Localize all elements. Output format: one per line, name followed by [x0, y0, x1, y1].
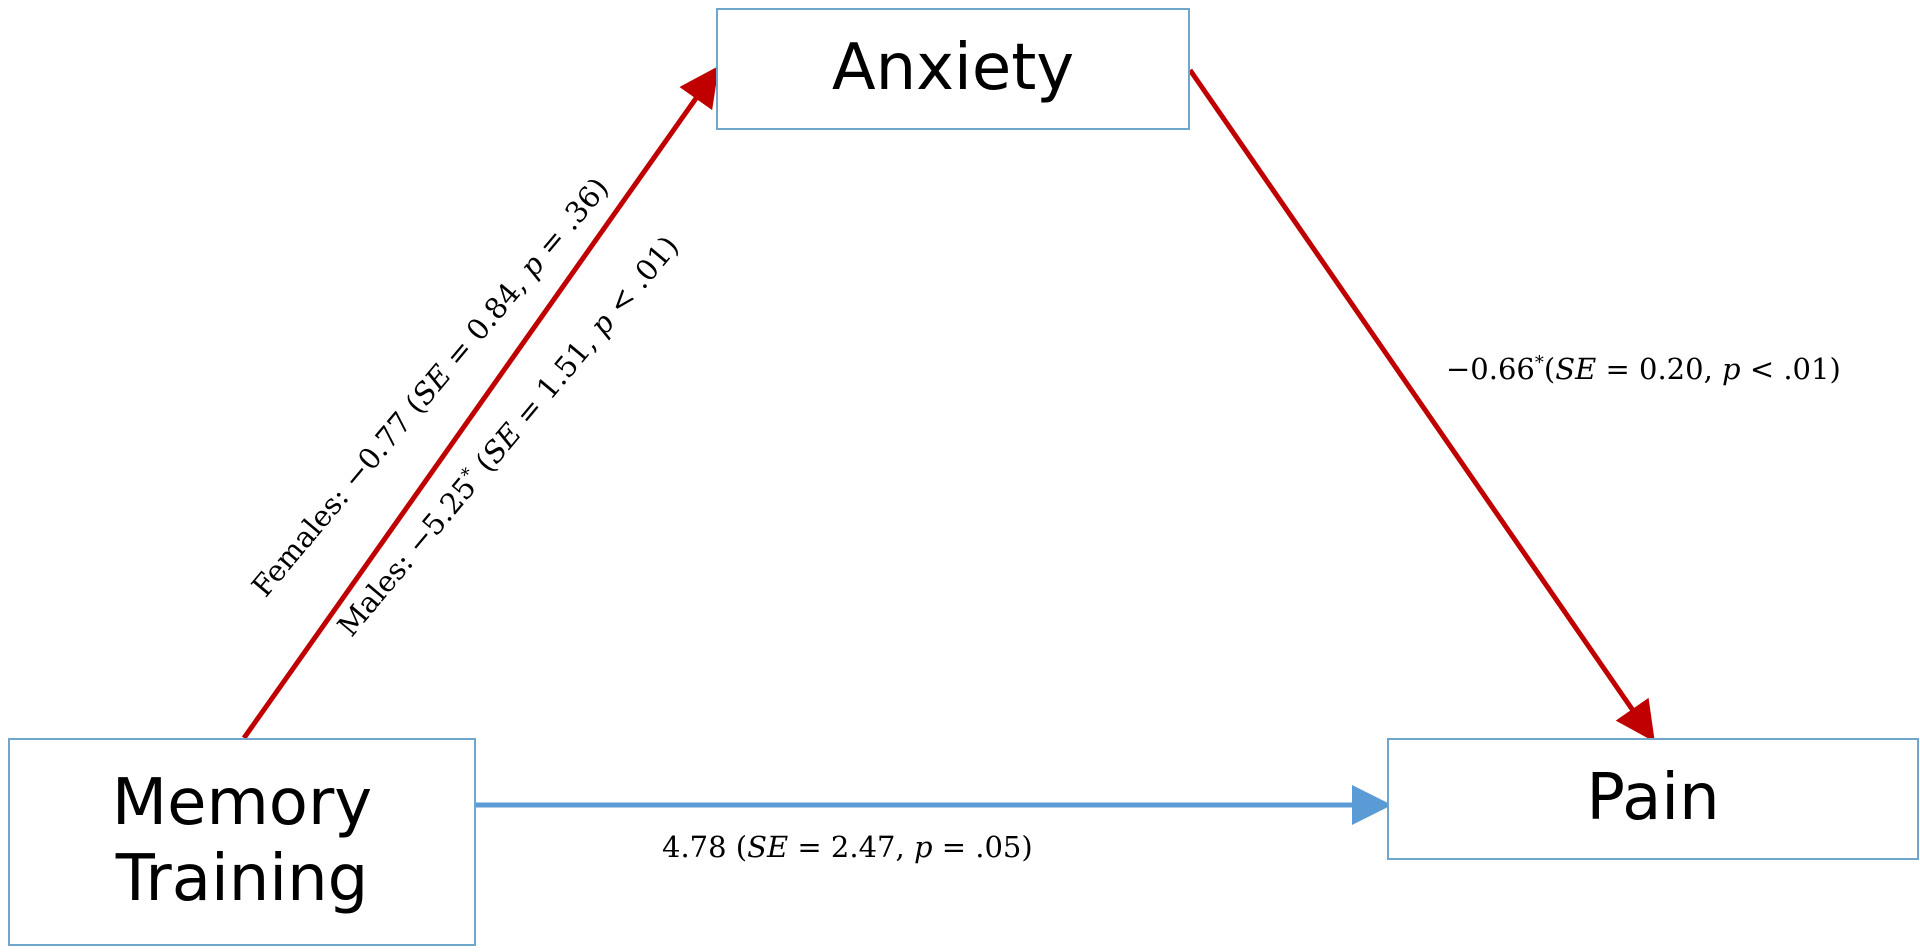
node-memory-training: Memory Training [8, 738, 476, 946]
node-memory-training-label: Memory Training [112, 766, 372, 917]
arrow-anxiety-to-pain [1187, 68, 1655, 743]
node-memory-training-line2: Training [115, 842, 369, 916]
arrow-memory-to-anxiety [241, 65, 719, 740]
label-anxiety-pain-coefficient: −0.66*(SE = 0.20, p < .01) [1446, 352, 1841, 386]
label-memory-pain-coefficient: 4.78 (SE = 2.47, p = .05) [662, 830, 1033, 864]
node-anxiety: Anxiety [716, 8, 1190, 130]
node-memory-training-line1: Memory [111, 766, 373, 841]
node-pain-label: Pain [1586, 761, 1720, 836]
node-anxiety-label: Anxiety [831, 31, 1075, 106]
node-pain: Pain [1387, 738, 1919, 860]
